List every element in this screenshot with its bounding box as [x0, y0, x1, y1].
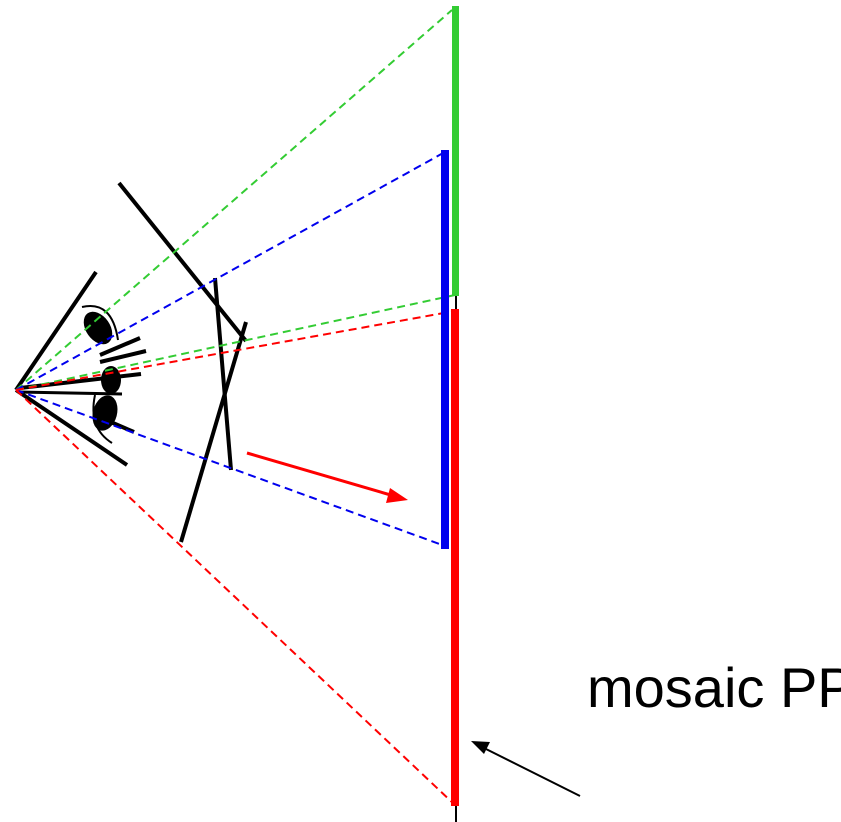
camera-lens-lower: [92, 394, 135, 444]
ray-red-bottom: [15, 389, 456, 806]
ray-green-bottom: [15, 294, 456, 391]
image-plane-2: [213, 277, 233, 471]
plane-segment-green: [452, 6, 459, 296]
ray-green-top: [15, 9, 453, 391]
camera-edge-bottom: [14, 388, 129, 467]
projection-rays: [15, 9, 456, 806]
mosaic-picture-plane: [441, 6, 459, 822]
camera-lens-upper: [81, 304, 147, 364]
image-planes: [117, 181, 248, 543]
label-pointer-arrow: [471, 741, 581, 797]
image-plane-1: [117, 181, 248, 343]
plane-segment-blue: [441, 150, 449, 549]
reprojection-arrow: [246, 451, 408, 503]
camera-viewpoint: [14, 270, 129, 467]
camera-edge-top: [14, 270, 98, 392]
mosaic-pp-label: mosaic PP: [587, 656, 841, 719]
ray-blue-bottom: [15, 389, 446, 547]
camera-lens-middle: [17, 366, 142, 396]
plane-segment-red: [451, 309, 459, 806]
ray-red-top: [15, 310, 456, 391]
camera-lenses: [17, 304, 147, 444]
image-plane-3: [179, 321, 248, 543]
ray-blue-top: [15, 151, 446, 391]
